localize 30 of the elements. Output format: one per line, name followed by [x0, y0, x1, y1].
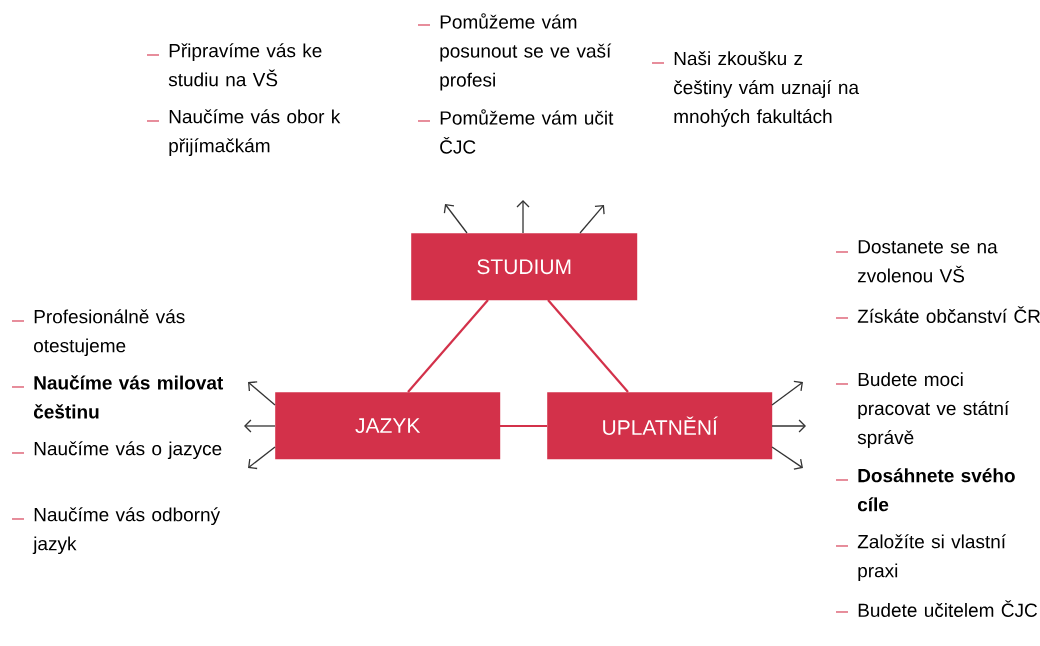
arrow: [771, 419, 806, 433]
list-item: Budete učitelem ČJC: [858, 600, 1037, 617]
arrow: [516, 200, 530, 234]
arrow: [244, 419, 276, 433]
arrow: [248, 381, 276, 406]
list-item: Naučíme vás o jazyce: [34, 441, 222, 460]
label-box: UPLATNĚNÍ: [547, 392, 773, 460]
arrow: [248, 446, 276, 470]
list-item: Připravíme vás ke studiu na VŠ: [168, 43, 322, 87]
label-box: STUDIUM: [411, 233, 638, 301]
list-item: Naučíme vás odborný jazyk: [32, 507, 221, 555]
list-item: Profesionálně vás otestujeme: [34, 309, 185, 357]
connector-line: [407, 299, 489, 393]
connector-line: [547, 299, 629, 393]
list-item: Získáte občanství ČR: [857, 306, 1040, 323]
label-box: JAZYK: [275, 392, 501, 460]
list-item: Naši zkoušku z češtiny vám uznají na mnohých fakultách: [674, 51, 859, 127]
arrow: [771, 380, 803, 406]
list-item: Budete moci pracovat ve státní správě: [857, 372, 1010, 448]
list-item: Dostanete se na zvolenou VŠ: [857, 240, 998, 283]
list-item: Naučíme vás milovat češtinu: [33, 375, 224, 419]
arrow: [443, 204, 468, 234]
list-item: Naučíme vás obor k přijímačkám: [169, 109, 341, 157]
list-item: Dosáhnete svého cíle: [857, 468, 1015, 512]
arrow: [579, 205, 605, 234]
list-item: Pomůžeme vám učit ČJC: [440, 109, 614, 154]
list-item: Založíte si vlastní praxi: [857, 534, 1006, 582]
arrow: [771, 446, 803, 470]
connector-line: [500, 424, 547, 428]
list-item: Pomůžeme vám posunout se ve vaší profesi: [440, 13, 612, 91]
